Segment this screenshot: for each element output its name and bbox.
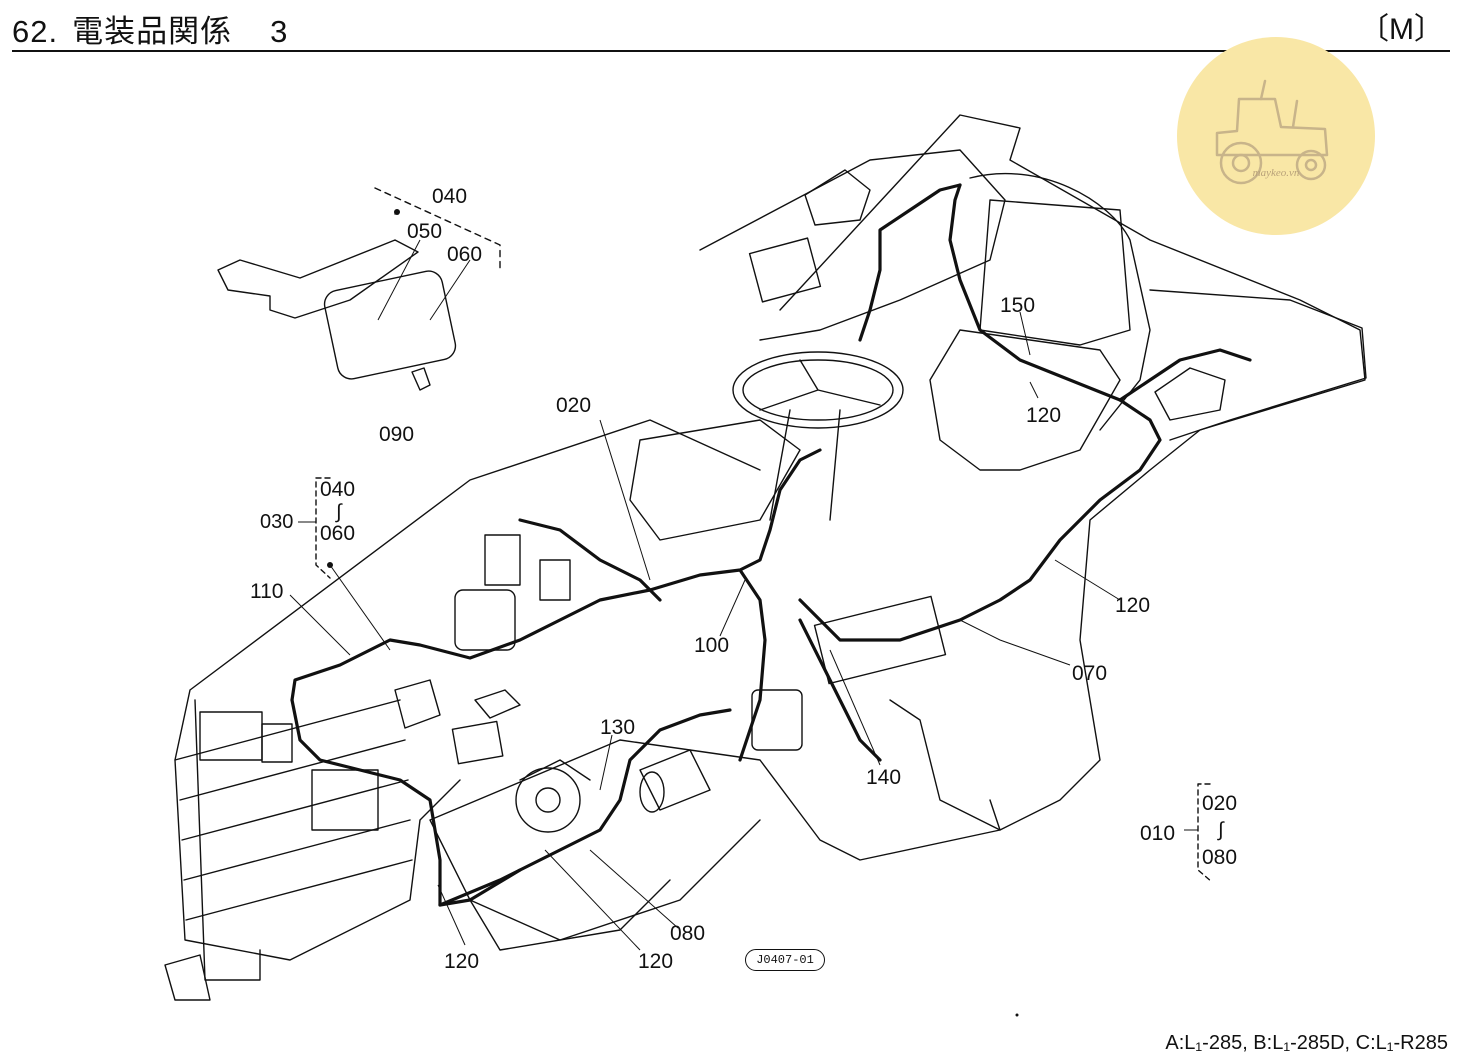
seat-outline xyxy=(929,329,1121,471)
glow-controller xyxy=(474,689,521,719)
group-bracket-040 xyxy=(374,187,501,271)
section-number: 62. xyxy=(12,14,59,49)
callout-120-right: 120 xyxy=(1115,594,1150,617)
group-bracket-010 xyxy=(1197,783,1213,883)
harness-front xyxy=(290,698,522,907)
rear-lamp-right xyxy=(1154,367,1226,421)
section-title: 電装品関係 xyxy=(72,14,233,49)
oil-pan xyxy=(469,879,671,951)
page-dot xyxy=(1015,1013,1019,1017)
callout-090: 090 xyxy=(379,423,414,446)
callout-020-group: 020 xyxy=(1202,792,1237,815)
engine-block xyxy=(429,739,1001,941)
relay-box-inset xyxy=(323,270,457,380)
callout-130: 130 xyxy=(600,716,635,739)
callout-080-group: 080 xyxy=(1202,846,1237,869)
watermark-text: maykeo.vn xyxy=(1252,167,1300,179)
leader-lines xyxy=(289,239,1198,951)
harness-hood xyxy=(518,518,662,602)
rear-lamp-left xyxy=(804,169,871,226)
range-mark-030: ∫ xyxy=(335,501,343,523)
headlight-top xyxy=(261,723,293,763)
drawing-reference: J0407-01 xyxy=(745,949,825,971)
watermark-logo: maykeo.vn xyxy=(1177,37,1375,235)
bullet-dot-030 xyxy=(327,562,333,568)
callout-060-group: 060 xyxy=(320,522,355,545)
hood-outline xyxy=(174,419,761,961)
flasher-relay xyxy=(451,720,504,765)
model-mark: 〔M〕 xyxy=(1359,13,1444,46)
callout-040-group: 040 xyxy=(320,478,355,501)
callout-050: 050 xyxy=(407,220,442,243)
callout-110: 110 xyxy=(250,580,283,603)
rear-fender-outline xyxy=(779,114,1366,831)
horn xyxy=(394,679,441,729)
dash-panel xyxy=(629,419,801,541)
callout-080: 080 xyxy=(670,922,705,945)
starter-end xyxy=(639,771,665,813)
steering-wheel xyxy=(732,351,904,429)
harness-lower xyxy=(438,708,732,907)
seat-switch xyxy=(748,237,822,303)
left-fender-panel xyxy=(699,149,1006,341)
fender-top-curve xyxy=(969,172,1151,431)
tractor-icon xyxy=(1215,79,1329,185)
callout-100: 100 xyxy=(694,634,729,657)
callout-150: 150 xyxy=(1000,294,1035,317)
page-header: 62. 電装品関係 3 〔M〕 xyxy=(12,4,1450,52)
bolt-090 xyxy=(411,367,431,391)
callout-120-seat: 120 xyxy=(1026,404,1061,427)
seat-back xyxy=(979,199,1131,346)
harness-branch-dash xyxy=(738,568,767,762)
callout-040-inset: 040 xyxy=(432,185,467,208)
hood-component-2 xyxy=(539,559,571,601)
steering-column xyxy=(769,409,841,521)
headlight-left xyxy=(199,711,263,761)
hood-component-1 xyxy=(454,589,516,651)
harness-rear-070 xyxy=(798,183,1162,642)
model-applicability: A:L₁-285, B:L₁-285D, C:L₁-R285 xyxy=(1165,1032,1448,1054)
callout-030: 030 xyxy=(260,511,293,533)
battery xyxy=(813,595,947,685)
hood-component-3 xyxy=(484,534,521,586)
bullet-dot-040 xyxy=(394,209,400,215)
range-mark-010: ∫ xyxy=(1217,819,1225,841)
callout-070: 070 xyxy=(1072,662,1107,685)
page-title: 62. 電装品関係 3 xyxy=(12,6,288,51)
callout-120-bottom-mid: 120 xyxy=(638,950,673,973)
right-fender-panel xyxy=(1149,289,1367,441)
harness-rear-right xyxy=(1118,348,1252,402)
front-grille xyxy=(174,699,413,921)
callout-060-inset: 060 xyxy=(447,243,482,266)
front-bumper xyxy=(194,699,261,981)
header-rule xyxy=(12,50,1450,52)
callout-010: 010 xyxy=(1140,822,1175,845)
alternator xyxy=(515,767,581,833)
callout-020: 020 xyxy=(556,394,591,417)
page-number: 3 xyxy=(270,14,289,49)
headlight-right xyxy=(311,769,379,831)
callout-140: 140 xyxy=(866,766,901,789)
main-harness-020 xyxy=(290,448,822,702)
bracket xyxy=(217,239,419,319)
starter-motor xyxy=(639,749,711,811)
harness-rear-fender xyxy=(858,183,962,342)
harness-140 xyxy=(798,618,882,762)
callout-120-bottom-left: 120 xyxy=(444,950,479,973)
front-weight xyxy=(164,954,211,1001)
